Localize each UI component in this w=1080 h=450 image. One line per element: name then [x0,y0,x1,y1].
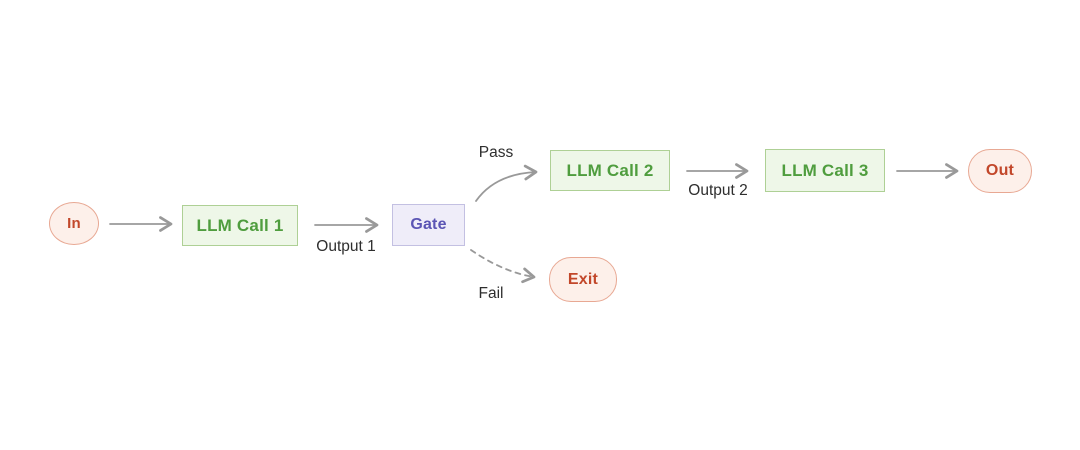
arrow-gate-to-exit-fail [470,249,536,284]
node-llm-call-3: LLM Call 3 [765,149,885,192]
node-llm-call-1: LLM Call 1 [182,205,298,246]
edge-label-pass: Pass [478,144,514,161]
edge-label-output-1: Output 1 [316,238,376,255]
node-exit: Exit [549,257,617,302]
node-llm-call-2: LLM Call 2 [550,150,670,191]
node-gate: Gate [392,204,465,246]
arrow-gate-to-llm2-pass [475,164,538,202]
node-in: In [49,202,99,245]
edge-label-fail: Fail [478,285,504,302]
edge-label-output-2: Output 2 [688,182,748,199]
node-out: Out [968,149,1032,193]
